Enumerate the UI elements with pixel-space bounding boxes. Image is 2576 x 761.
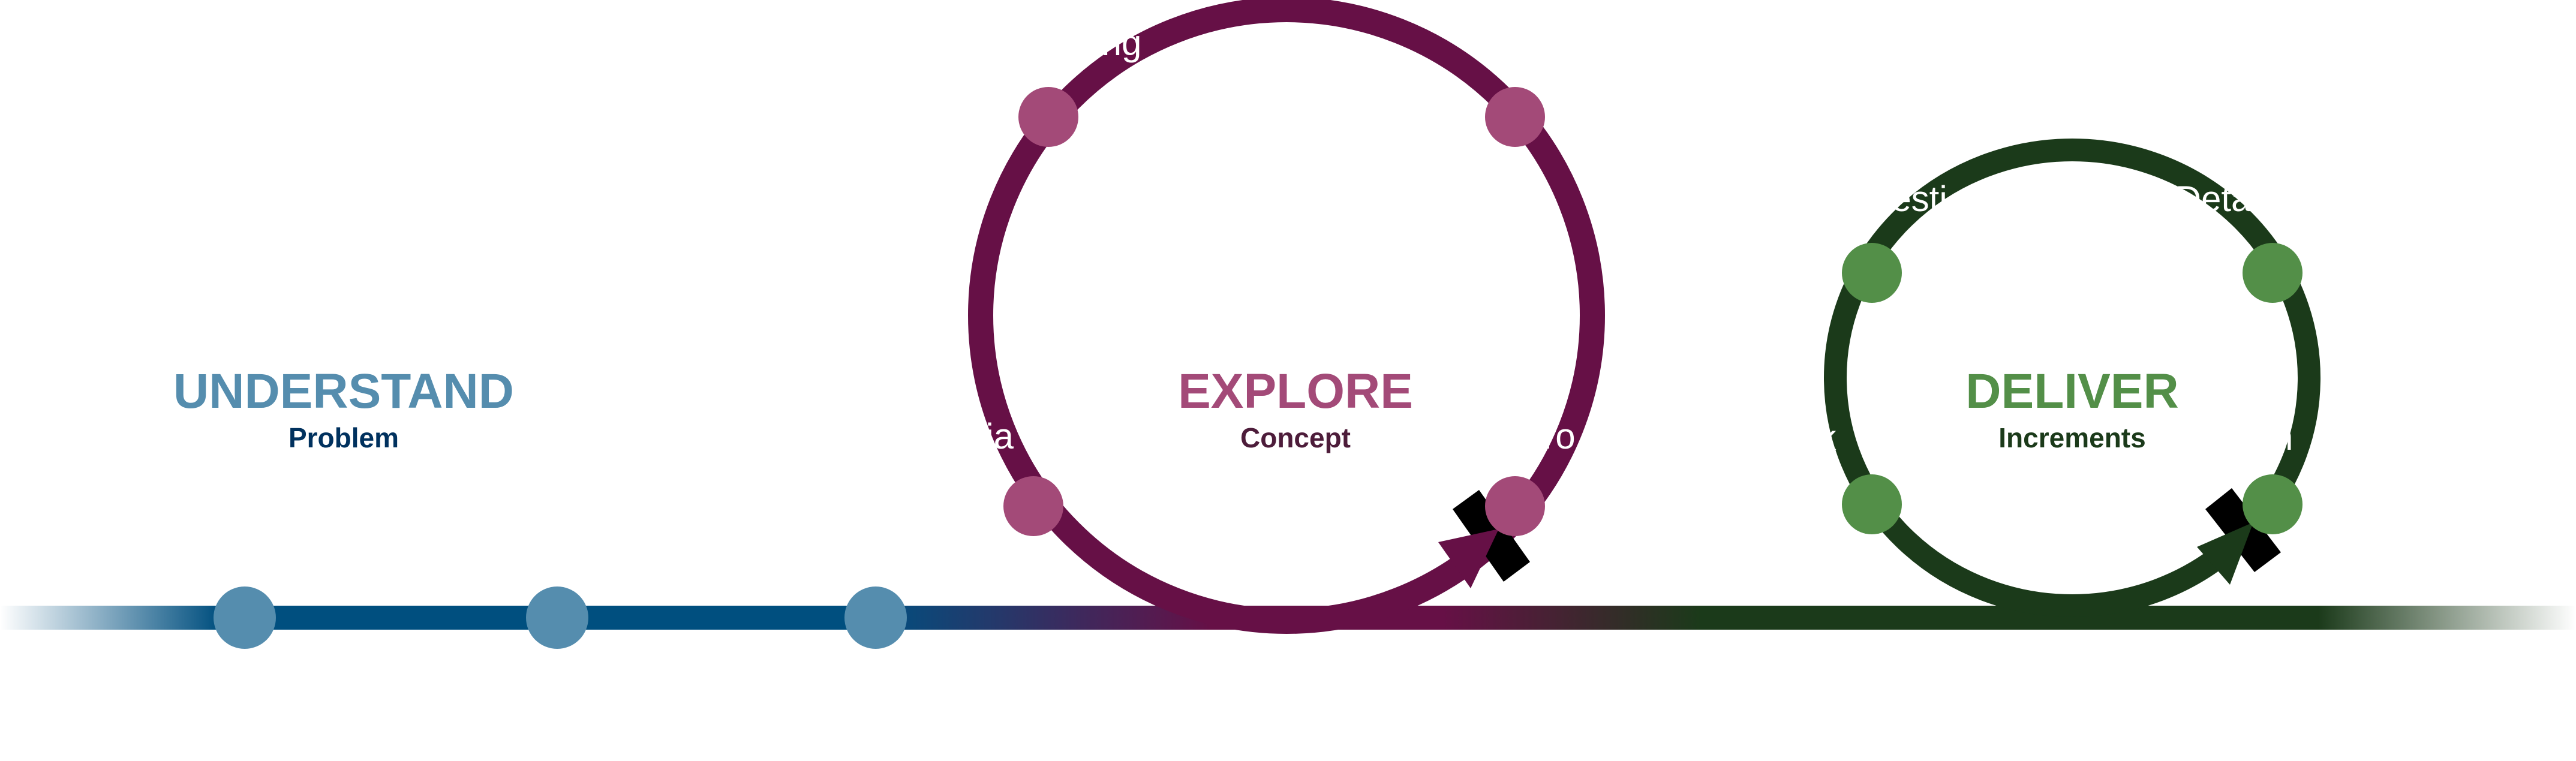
explore-dot (1485, 87, 1545, 147)
explore-dot (1003, 476, 1063, 536)
deliver-dot (1842, 474, 1902, 534)
deliver-label-fragment: nn (2253, 417, 2294, 458)
understand-subtitle: Problem (288, 422, 399, 453)
explore-dot (1485, 476, 1545, 536)
deliver-cycle-ring (1824, 139, 2320, 617)
understand-dot (526, 586, 588, 649)
explore-subtitle: Concept (1240, 422, 1351, 453)
explore-label-fragment: lja (978, 416, 1014, 456)
understand-dot (214, 586, 276, 649)
understand-title: UNDERSTAND (173, 364, 514, 419)
deliver-subtitle: Increments (1998, 422, 2145, 453)
deliver-title: DELIVER (1965, 364, 2178, 419)
explore-label-fragment: ro (1543, 416, 1575, 456)
deliver-dot (1842, 243, 1902, 303)
explore-arrowhead-icon (1438, 529, 1499, 588)
explore-dot (1018, 87, 1078, 147)
explore-label-fragment: ng (1102, 23, 1142, 63)
explore-title: EXPLORE (1178, 364, 1413, 419)
deliver-label-fragment: esti (1891, 179, 1947, 219)
deliver-arrowhead-icon (2197, 522, 2253, 585)
understand-dot (844, 586, 907, 649)
deliver-dot (2243, 243, 2303, 303)
deliver-dot (2243, 474, 2303, 534)
deliver-label-fragment: ik (1810, 417, 1836, 458)
deliver-label-fragment: Deta (2175, 179, 2252, 219)
explore-cycle-ring (968, 0, 1605, 634)
